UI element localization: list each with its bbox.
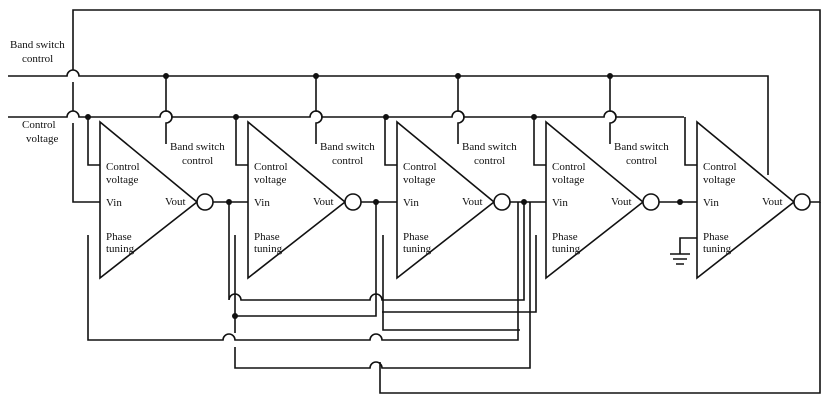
band-switch-control-label: control bbox=[626, 155, 657, 167]
svg-text:Band switch: Band switch bbox=[10, 39, 65, 51]
vin-label: Vin bbox=[552, 197, 568, 209]
control-voltage-label: voltage bbox=[254, 174, 286, 186]
control-voltage-label: voltage bbox=[106, 174, 138, 186]
vout-label: Vout bbox=[762, 196, 783, 208]
phase-tuning-label: Phase bbox=[552, 231, 578, 243]
vout-label: Vout bbox=[313, 196, 334, 208]
control-voltage-label: voltage bbox=[703, 174, 735, 186]
phase-tuning-label: Phase bbox=[703, 231, 729, 243]
svg-text:Control: Control bbox=[22, 119, 56, 131]
vin-label: Vin bbox=[106, 197, 122, 209]
band-switch-control-label: Band switch bbox=[170, 141, 225, 153]
control-voltage-input-label: Control voltage bbox=[22, 119, 58, 145]
junction-dots bbox=[85, 73, 683, 319]
junction-dot bbox=[531, 114, 537, 120]
phase-tuning-label: tuning bbox=[403, 243, 432, 255]
control-voltage-label: Control bbox=[403, 161, 437, 173]
inverter-bubble bbox=[344, 193, 362, 211]
vout-label: Vout bbox=[165, 196, 186, 208]
junction-dot bbox=[607, 73, 613, 79]
band-switch-control-label: Band switch bbox=[614, 141, 669, 153]
control-voltage-label: Control bbox=[552, 161, 586, 173]
junction-dot bbox=[163, 73, 169, 79]
phase-tuning-wires bbox=[87, 202, 697, 369]
vout-label: Vout bbox=[462, 196, 483, 208]
phase-tuning-label: tuning bbox=[254, 243, 283, 255]
vin-label: Vin bbox=[703, 197, 719, 209]
junction-dot bbox=[455, 73, 461, 79]
control-voltage-label: Control bbox=[106, 161, 140, 173]
svg-text:control: control bbox=[22, 53, 53, 65]
band-switch-control-label: control bbox=[474, 155, 505, 167]
junction-dot bbox=[313, 73, 319, 79]
vout-label: Vout bbox=[611, 196, 632, 208]
junction-dot bbox=[232, 313, 238, 319]
junction-dot bbox=[677, 199, 683, 205]
phase-tuning-label: Phase bbox=[403, 231, 429, 243]
control-voltage-label: voltage bbox=[403, 174, 435, 186]
vin-label: Vin bbox=[254, 197, 270, 209]
phase-tuning-label: Phase bbox=[106, 231, 132, 243]
control-voltage-label: Control bbox=[703, 161, 737, 173]
band-switch-control-input-label: Band switch control bbox=[10, 39, 65, 65]
junction-dot bbox=[521, 199, 527, 205]
phase-tuning-label: tuning bbox=[703, 243, 732, 255]
phase-tuning-label: tuning bbox=[552, 243, 581, 255]
svg-text:voltage: voltage bbox=[26, 133, 58, 145]
band-switch-control-label: control bbox=[332, 155, 363, 167]
inverter-bubble bbox=[493, 193, 511, 211]
junction-dot bbox=[226, 199, 232, 205]
band-switch-control-label: Band switch bbox=[320, 141, 375, 153]
junction-dot bbox=[85, 114, 91, 120]
amplifier-triangle bbox=[247, 120, 347, 280]
phase-tuning-label: Phase bbox=[254, 231, 280, 243]
inverter-bubble bbox=[196, 193, 214, 211]
amplifier-triangle bbox=[696, 120, 796, 280]
amplifier-triangle bbox=[99, 120, 199, 280]
inverter-bubble bbox=[642, 193, 660, 211]
junction-dot bbox=[233, 114, 239, 120]
junction-dot bbox=[373, 199, 379, 205]
band-switch-control-label: control bbox=[182, 155, 213, 167]
control-voltage-label: Control bbox=[254, 161, 288, 173]
amplifier-triangle bbox=[396, 120, 496, 280]
amplifier-triangle bbox=[545, 120, 645, 280]
band-switch-control-label: Band switch bbox=[462, 141, 517, 153]
phase-tuning-label: tuning bbox=[106, 243, 135, 255]
inverter-bubble bbox=[793, 193, 811, 211]
vin-label: Vin bbox=[403, 197, 419, 209]
control-voltage-label: voltage bbox=[552, 174, 584, 186]
junction-dot bbox=[383, 114, 389, 120]
